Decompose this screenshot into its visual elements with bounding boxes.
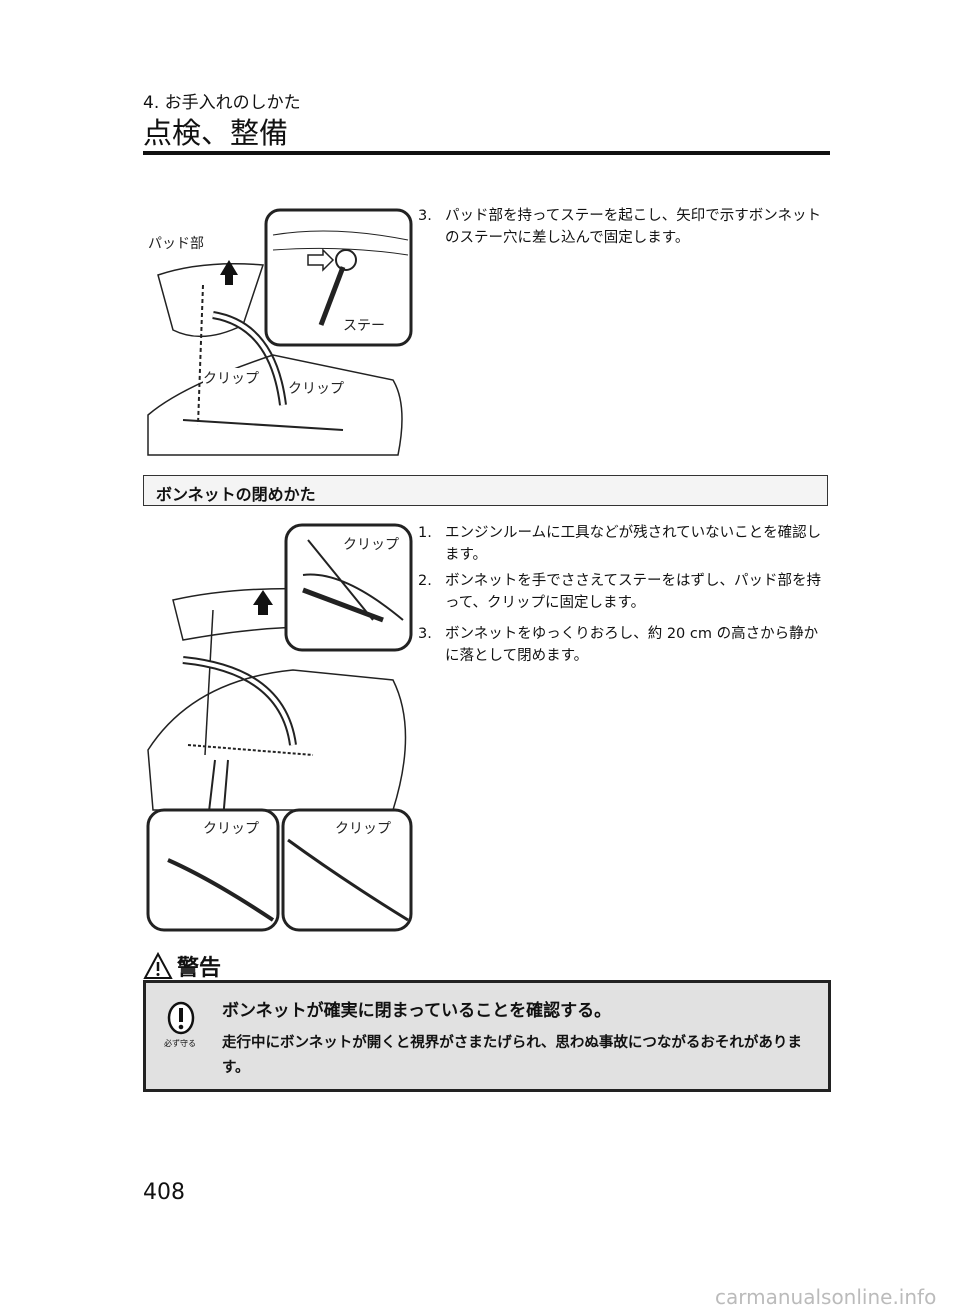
- step-number: 3.: [418, 626, 432, 642]
- close-step-3: 3. ボンネットをゆっくりおろし、約 20 cm の高さから静かに落として閉めます…: [418, 623, 830, 667]
- warning-heading: 警告: [143, 950, 221, 982]
- figure-open-stay: パッド部 ステー クリップ クリップ: [143, 205, 413, 460]
- warning-body: 走行中にボンネットが開くと視界がさまたげられ、思わぬ事故につながるおそれがありま…: [222, 1035, 802, 1076]
- must-follow-icon: [166, 1000, 196, 1036]
- step-number: 2.: [418, 573, 432, 589]
- chapter-label: 4. お手入れのしかた: [143, 93, 301, 113]
- step-number: 1.: [418, 525, 432, 541]
- step-text: エンジンルームに工具などが残されていないことを確認します。: [445, 525, 822, 563]
- figure-close-clip: クリップ クリップ クリップ: [143, 520, 413, 932]
- page-title: 点検、整備: [143, 116, 289, 150]
- close-step-2: 2. ボンネットを手でささえてステーをはずし、パッド部を持って、クリップに固定しま…: [418, 570, 830, 614]
- warning-triangle-icon: [143, 951, 173, 980]
- step-number: 3.: [418, 208, 432, 224]
- warning-box: 必ず守る ボンネットが確実に閉まっていることを確認する。 走行中にボンネットが開…: [143, 980, 831, 1092]
- page-number: 408: [143, 1180, 185, 1205]
- label-clip-top: クリップ: [343, 537, 399, 553]
- label-stay: ステー: [343, 318, 385, 334]
- label-clip-bottom-left: クリップ: [203, 821, 259, 837]
- step-text: ボンネットをゆっくりおろし、約 20 cm の高さから静かに落として閉めます。: [445, 626, 819, 664]
- warning-title: ボンネットが確実に閉まっていることを確認する。: [222, 1001, 612, 1021]
- step-text: パッド部を持ってステーを起こし、矢印で示すボンネットのステー穴に差し込んで固定し…: [445, 208, 821, 246]
- title-rule: [143, 151, 830, 155]
- label-clip-right: クリップ: [288, 378, 344, 398]
- label-clip-left: クリップ: [203, 368, 259, 388]
- step-open-3: 3. パッド部を持ってステーを起こし、矢印で示すボンネットのステー穴に差し込んで固…: [418, 205, 830, 249]
- engine-bay-clip-illustration: [146, 523, 413, 932]
- section-heading: ボンネットの閉めかた: [156, 485, 316, 504]
- step-text: ボンネットを手でささえてステーをはずし、パッド部を持って、クリップに固定します。: [445, 573, 821, 611]
- label-pad: パッド部: [148, 236, 204, 252]
- label-clip-bottom-right: クリップ: [335, 821, 391, 837]
- watermark: carmanualsonline.info: [715, 1285, 937, 1309]
- close-step-1: 1. エンジンルームに工具などが残されていないことを確認します。: [418, 522, 830, 566]
- engine-bay-illustration: [147, 208, 413, 456]
- warning-heading-text: 警告: [177, 956, 222, 981]
- must-follow-label: 必ず守る: [164, 1039, 196, 1048]
- section-heading-box: ボンネットの閉めかた: [143, 475, 828, 506]
